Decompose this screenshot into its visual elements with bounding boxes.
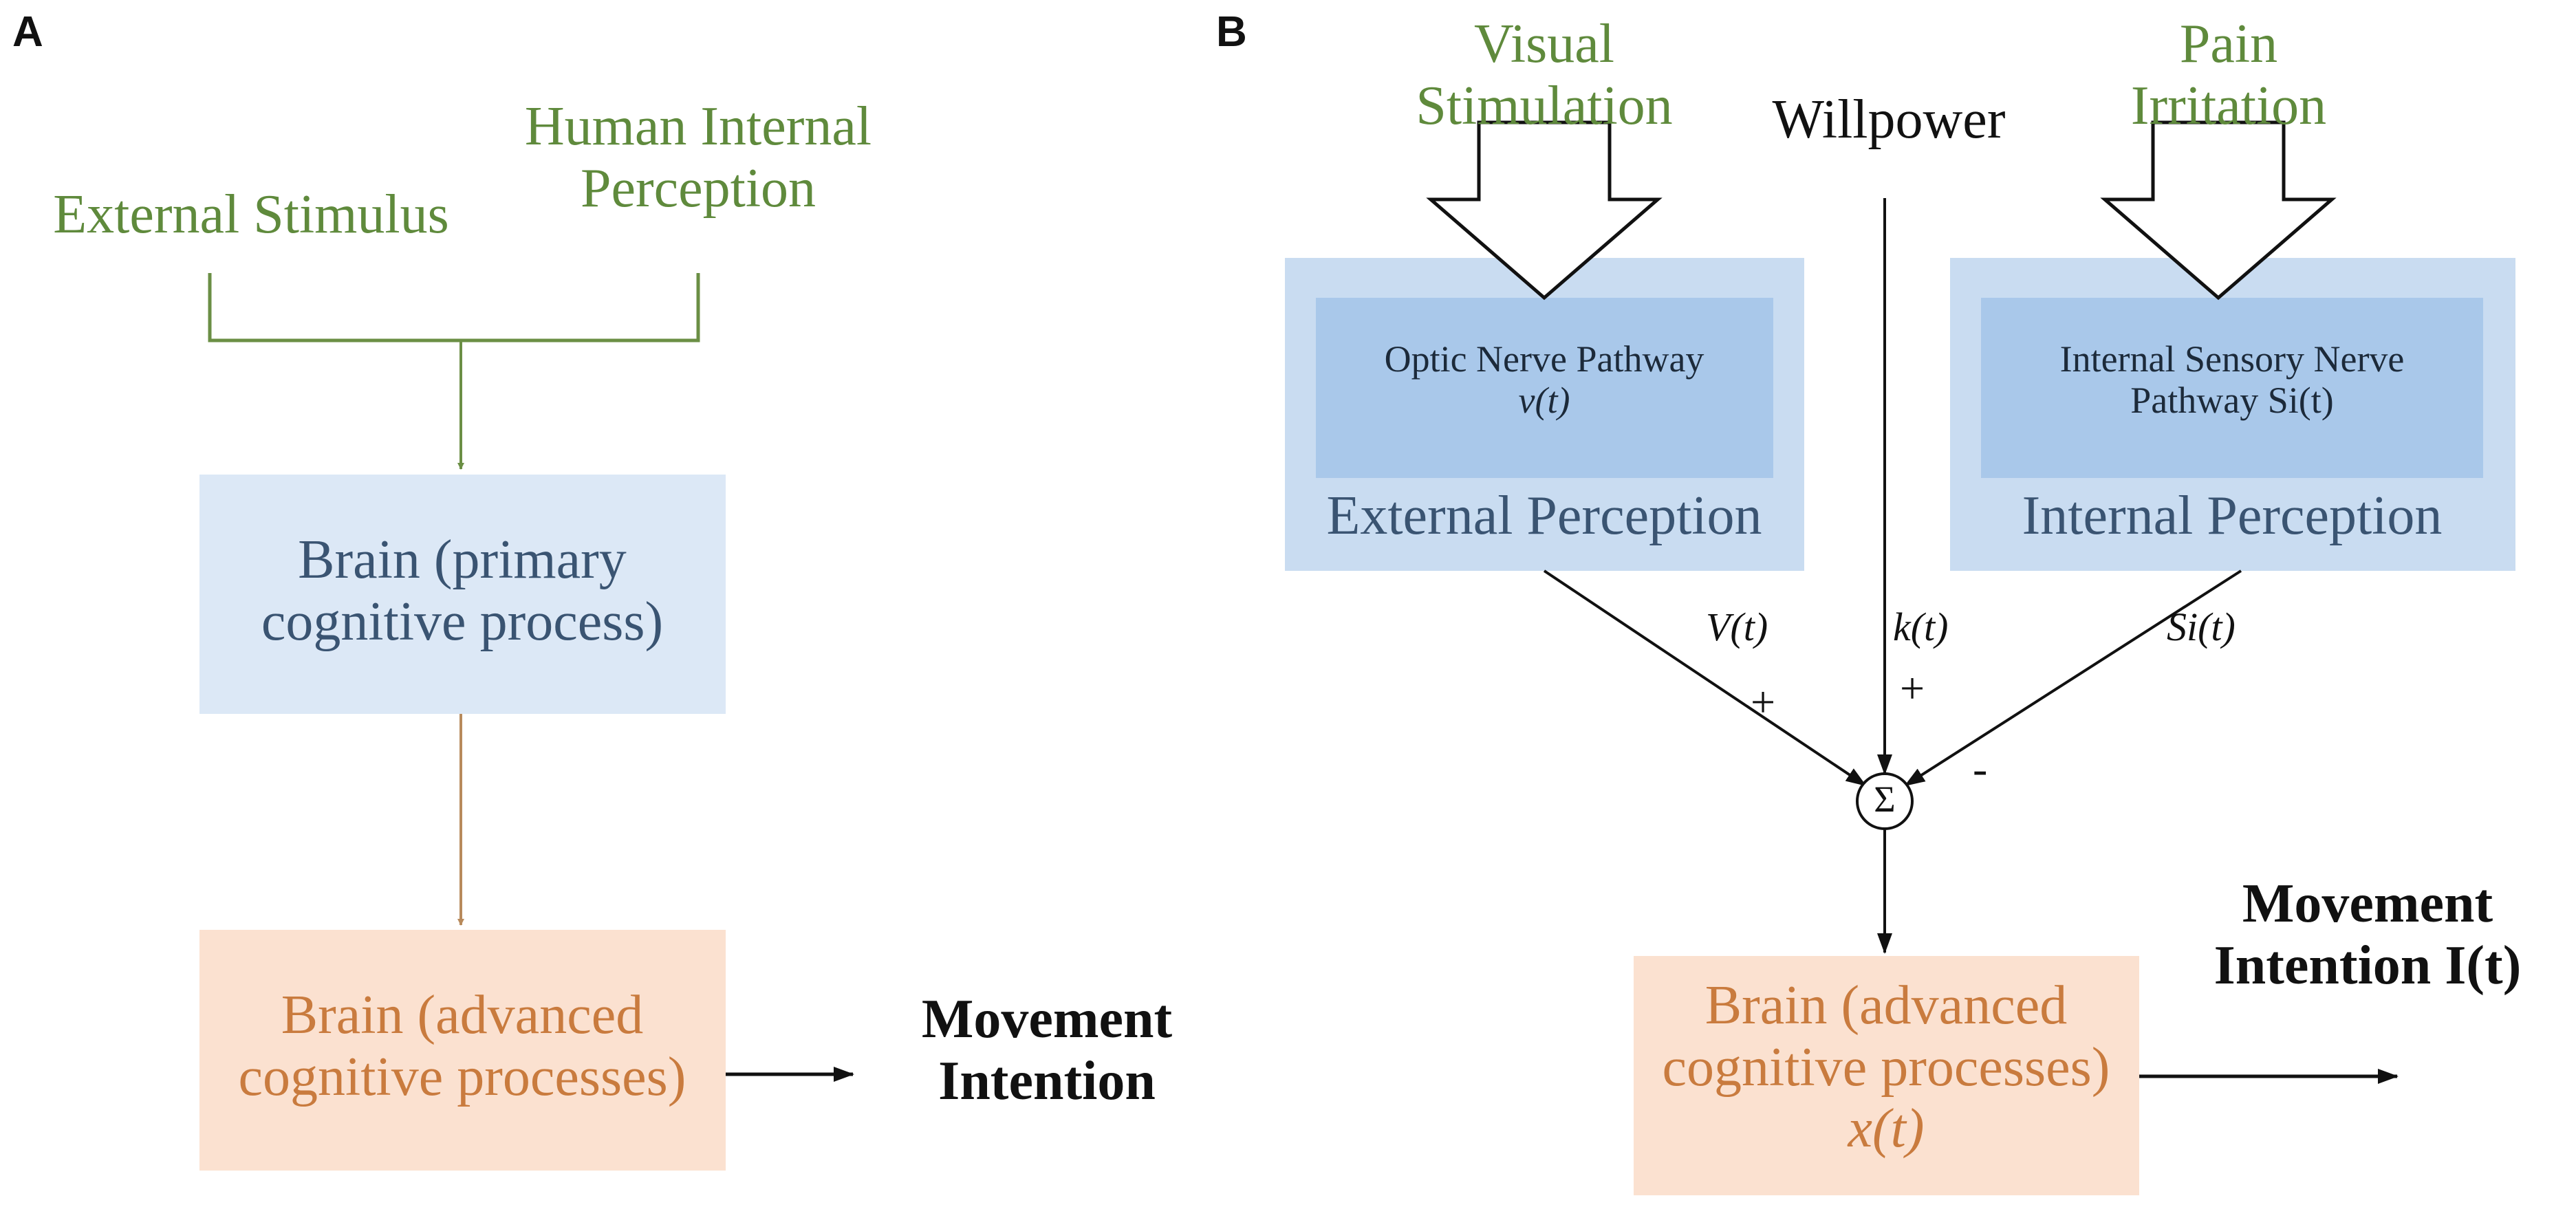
external-perception-label: External Perception	[1326, 486, 1762, 546]
external-to-sum-line	[1543, 569, 1867, 787]
advanced-cognitive-a-line-1: Brain (advanced	[281, 985, 644, 1045]
advanced-cognitive-text-b: Brain (advanced cognitive processes) x(t…	[1663, 975, 2110, 1160]
primary-cognitive-box	[199, 475, 726, 714]
pain-irritation-block-arrow	[2100, 120, 2337, 301]
s-signal-label: Si(t)	[2167, 605, 2236, 649]
movement-intention-b: Movement Intention I(t)	[2214, 873, 2522, 997]
minus-sign-right: -	[1973, 744, 1988, 793]
panel-b-label: B	[1216, 8, 1247, 56]
pain-irritation-line-1: Pain	[2179, 14, 2278, 74]
pain-irritation-line-2: Irritation	[2130, 75, 2327, 136]
plus-sign-left: +	[1751, 677, 1776, 726]
panel-a-graphics	[199, 273, 854, 1171]
external-stimulus-label: External Stimulus	[53, 184, 449, 245]
movement-intention-b-line-2: Intention I(t)	[2214, 935, 2522, 996]
k-signal-label: k(t)	[1893, 605, 1949, 649]
plus-sign-middle: +	[1900, 664, 1925, 713]
advanced-cognitive-a-line-2: cognitive processes)	[238, 1046, 686, 1107]
advanced-cognitive-b-line-2: cognitive processes)	[1662, 1036, 2110, 1098]
advanced-cognitive-b-line-1: Brain (advanced	[1704, 975, 2068, 1036]
advanced-cognitive-box-a	[199, 930, 726, 1171]
visual-stimulation-line-2: Stimulation	[1416, 75, 1673, 136]
visual-stimulation-block-arrow	[1426, 120, 1663, 301]
sensory-nerve-line-2: Pathway Si(t)	[2130, 380, 2334, 422]
movement-intention-a-line-1: Movement	[921, 989, 1173, 1050]
v-signal-label: V(t)	[1706, 605, 1768, 649]
sensory-nerve-text: Internal Sensory Nerve Pathway Si(t)	[2060, 338, 2405, 422]
panel-b-graphics	[1285, 120, 2515, 1195]
optic-nerve-line-2: v(t)	[1518, 380, 1570, 422]
human-internal-perception-line-1: Human Internal	[524, 96, 872, 157]
optic-nerve-inner-box	[1316, 298, 1773, 478]
sensory-nerve-inner-box	[1981, 298, 2483, 478]
willpower-label: Willpower	[1772, 89, 2006, 150]
primary-cognitive-line-1: Brain (primary	[298, 530, 627, 590]
advanced-cognitive-b-line-3: x(t)	[1848, 1098, 1925, 1160]
visual-stimulation-line-1: Visual	[1473, 14, 1615, 74]
human-internal-perception-line-2: Perception	[580, 157, 816, 219]
primary-cognitive-text: Brain (primary cognitive process)	[261, 530, 663, 653]
sensory-nerve-line-1: Internal Sensory Nerve	[2059, 338, 2405, 380]
internal-perception-label: Internal Perception	[2022, 486, 2443, 546]
primary-cognitive-line-2: cognitive process)	[261, 591, 664, 652]
sum-symbol: Σ	[1874, 779, 1896, 820]
input-merge-bracket	[208, 273, 700, 342]
optic-nerve-text: Optic Nerve Pathway v(t)	[1385, 338, 1704, 422]
advanced-cognitive-text-a: Brain (advanced cognitive processes)	[239, 985, 686, 1108]
movement-intention-a-line-2: Intention	[938, 1050, 1156, 1111]
visual-stimulation-label: Visual Stimulation	[1416, 14, 1672, 137]
panel-a-label: A	[12, 8, 43, 56]
pain-irritation-label: Pain Irritation	[2131, 14, 2326, 137]
movement-intention-a: Movement Intention	[922, 989, 1172, 1112]
optic-nerve-line-1: Optic Nerve Pathway	[1384, 338, 1704, 380]
movement-intention-b-line-1: Movement	[2242, 873, 2493, 934]
human-internal-perception-label: Human Internal Perception	[525, 96, 872, 219]
advanced-cognitive-box-b	[1634, 956, 2139, 1195]
internal-to-sum-line	[1904, 569, 2242, 787]
